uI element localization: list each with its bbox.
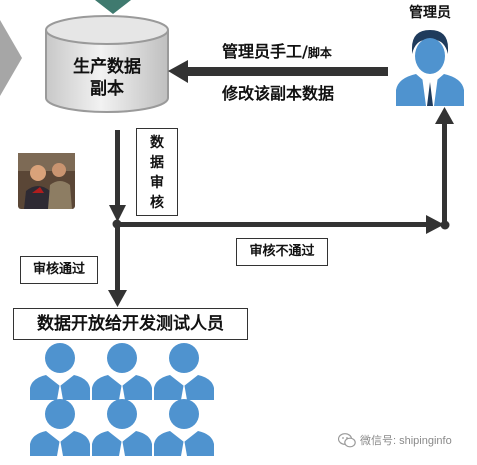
release-label: 数据开放给开发测试人员: [37, 314, 224, 334]
edit-label-main: 管理员手工/: [222, 42, 308, 61]
pass-label-box: 审核通过: [20, 256, 98, 284]
tester-person-icon: [30, 343, 90, 400]
pass-label: 审核通过: [32, 262, 85, 277]
release-label-box: 数据开放给开发测试人员: [13, 308, 248, 340]
reject-arrow-shaft: [117, 222, 427, 227]
tester-group-icon: [30, 343, 214, 456]
db-down-connector: [115, 130, 120, 208]
database-label-line2: 副本: [90, 79, 124, 99]
return-arrow-shaft: [442, 121, 447, 225]
watermark-text: 微信号: shipinginfo: [360, 435, 452, 447]
tester-person-icon: [92, 399, 152, 456]
wechat-icon: [338, 432, 356, 447]
edit-arrow-shaft: [186, 67, 388, 76]
review-box: 数 据 审 核: [136, 128, 178, 216]
database-label: 生产数据 副本: [44, 56, 170, 100]
reject-label-box: 审核不通过: [236, 238, 328, 266]
admin-person-icon: [396, 30, 464, 106]
return-arrow-head: [435, 107, 454, 124]
tester-person-icon: [92, 343, 152, 400]
review-char: 审: [150, 175, 164, 191]
reject-arrow-head: [426, 215, 444, 234]
reject-label: 审核不通过: [249, 244, 315, 259]
edit-arrow-head: [168, 60, 188, 83]
left-chevron-shape: [0, 20, 22, 96]
tester-person-icon: [30, 399, 90, 456]
tester-person-icon: [154, 343, 214, 400]
tester-person-icon: [154, 399, 214, 456]
admin-title: 管理员: [409, 5, 451, 21]
db-down-arrow-head: [109, 205, 126, 222]
watermark: 微信号: shipinginfo: [338, 432, 452, 448]
database-label-line1: 生产数据: [73, 57, 141, 77]
edit-label-small: 脚本: [307, 46, 332, 60]
review-char: 据: [150, 155, 164, 171]
edit-label-line2: 修改该副本数据: [222, 84, 335, 103]
top-teal-shape: [95, 0, 131, 14]
edit-label-line1: 管理员手工/脚本: [222, 38, 332, 62]
review-char: 核: [150, 195, 164, 211]
pass-arrow-head: [108, 290, 127, 307]
meeting-photo: [18, 153, 75, 209]
review-char: 数: [150, 135, 164, 151]
pass-arrow-shaft: [115, 224, 120, 292]
database-cylinder-icon: [45, 15, 169, 113]
